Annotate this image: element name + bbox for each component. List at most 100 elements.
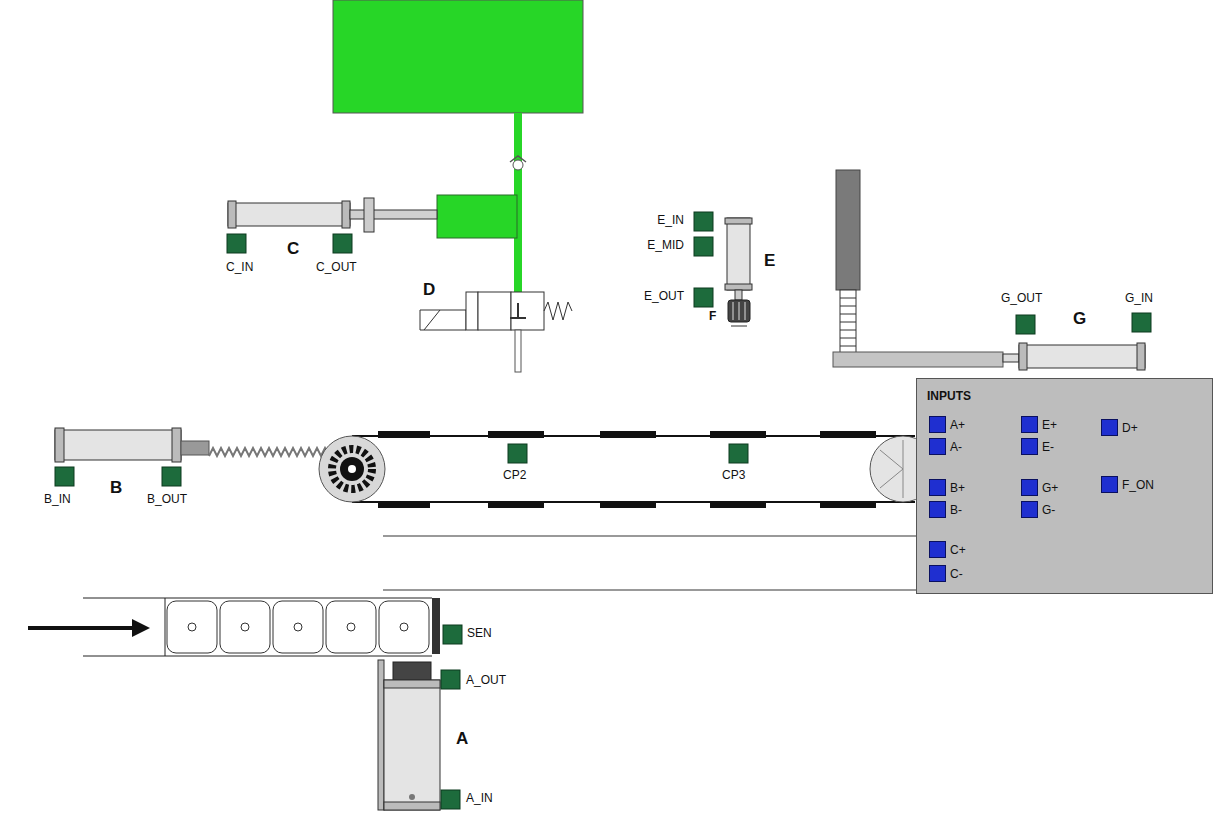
cylinder-cap [1137, 343, 1145, 370]
cylinder-cap [172, 428, 181, 462]
valve-symbol [510, 317, 526, 319]
belt-cleat [710, 501, 766, 508]
drill-bit [731, 326, 747, 327]
sensor [508, 444, 527, 463]
cylinder-a [384, 680, 440, 810]
button-label: D+ [1122, 422, 1138, 434]
gear [348, 465, 356, 473]
push-button [1021, 438, 1038, 455]
workpiece [167, 601, 217, 653]
ladder [840, 322, 856, 323]
part-letter: C [287, 240, 299, 257]
cylinder-cap [55, 428, 64, 462]
signal-name: G_IN [1125, 292, 1153, 304]
panel-title: INPUTS [927, 390, 971, 402]
belt-cleat [378, 501, 430, 508]
idler-spoke [880, 469, 903, 488]
sensor [227, 234, 246, 253]
workpiece-hole [347, 623, 355, 631]
ladder [840, 346, 856, 347]
sensor [333, 234, 352, 253]
flow-arrow [132, 619, 150, 637]
signal-name: A_OUT [466, 674, 506, 686]
sensor [694, 237, 713, 256]
channel [83, 656, 432, 657]
push-button [929, 416, 946, 433]
workpiece [273, 601, 323, 653]
push-button [929, 541, 946, 558]
cylinder-cap [1019, 343, 1027, 370]
flow-arrow [28, 626, 136, 630]
sensor [443, 625, 462, 644]
cylinder-cap [725, 218, 752, 224]
push-button [1021, 479, 1038, 496]
belt-cleat [600, 501, 656, 508]
belt-cleat [710, 431, 766, 438]
valve-body [511, 292, 544, 330]
idler-spoke [880, 450, 903, 469]
chute-line [383, 535, 916, 537]
signal-name: A_IN [466, 792, 493, 804]
workpiece-hole [188, 623, 196, 631]
part-letter: G [1073, 310, 1086, 327]
push-button [1101, 476, 1118, 493]
tank [333, 0, 583, 113]
valve-symbol [517, 303, 519, 318]
push-button [1021, 501, 1038, 518]
button-label: B+ [950, 482, 965, 494]
valve-body [466, 292, 478, 330]
sensor [441, 670, 460, 689]
button-label: A+ [950, 419, 965, 431]
workpiece [379, 601, 429, 653]
button-label: G+ [1042, 482, 1058, 494]
belt-cleat [820, 501, 876, 508]
outlet [515, 330, 521, 372]
cylinder-b [55, 430, 181, 460]
solenoid [424, 310, 440, 330]
stopper [432, 598, 440, 654]
belt-cleat [488, 501, 544, 508]
workpiece [326, 601, 376, 653]
idler-spoke [903, 440, 904, 469]
cylinder-cap [725, 284, 752, 290]
sensor [694, 212, 713, 231]
drive-wheel [319, 436, 385, 502]
piston-rod [1003, 354, 1019, 362]
spring [544, 302, 572, 320]
push-button [929, 501, 946, 518]
piston-rod [350, 210, 437, 219]
push-button [929, 479, 946, 496]
gate [836, 170, 860, 290]
channel [165, 598, 166, 656]
workpiece-hole [400, 623, 408, 631]
piston-rod [735, 290, 742, 300]
belt-cleat [820, 431, 876, 438]
signal-name: E_OUT [644, 290, 684, 302]
button-label: C+ [950, 544, 966, 556]
cylinder-cap [384, 802, 440, 810]
rack [209, 448, 338, 456]
part-letter: A [456, 730, 468, 747]
cylinder-c [228, 203, 350, 226]
belt-cleat [488, 431, 544, 438]
cylinder-g [1019, 345, 1145, 368]
signal-name: CP2 [503, 469, 526, 481]
part-letter: B [110, 479, 122, 496]
ladder [840, 338, 856, 339]
signal-name: E_IN [657, 214, 684, 226]
signal-name: B_OUT [147, 493, 187, 505]
ladder [840, 314, 856, 315]
chute-line [383, 589, 916, 591]
idler-spoke [903, 469, 904, 498]
button-label: G- [1042, 504, 1055, 516]
belt-cleat [378, 431, 430, 438]
signal-name: B_IN [44, 493, 71, 505]
push-button [1021, 416, 1038, 433]
workpiece-hole [294, 623, 302, 631]
piston-head [393, 662, 431, 680]
part-letter: D [423, 281, 435, 298]
signal-name: CP3 [722, 469, 745, 481]
ladder [840, 306, 856, 307]
drill-head [739, 302, 740, 320]
guide [378, 660, 384, 810]
